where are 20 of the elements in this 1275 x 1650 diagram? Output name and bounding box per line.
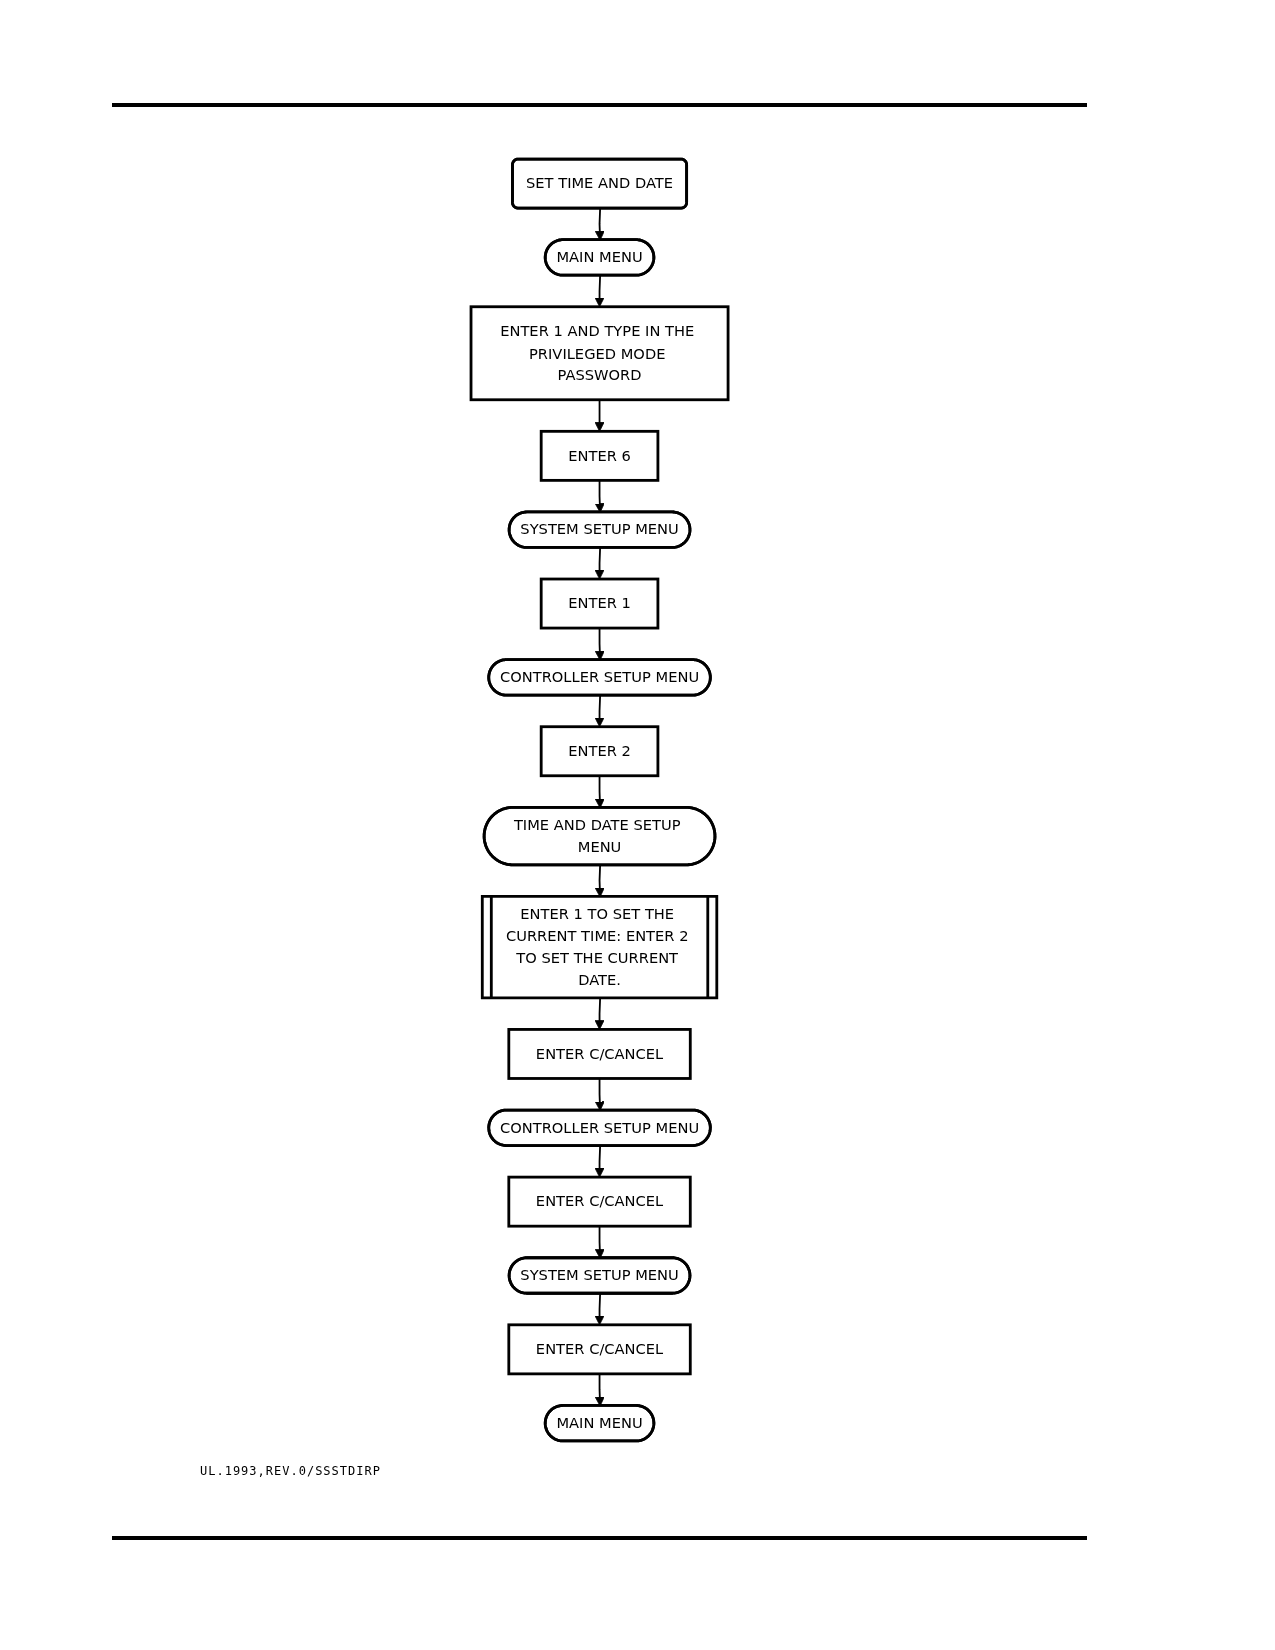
process-box: ENTER 1 AND TYPE IN THE PRIVILEGED MODE PASSWORD (469, 305, 730, 402)
process-box: ENTER 2 (539, 725, 660, 778)
arrow (594, 1145, 605, 1178)
terminator-shape: MAIN MENU (543, 238, 656, 277)
rounded-box: SET TIME AND DATE (511, 157, 688, 210)
terminator-shape: SYSTEM SETUP MENU (507, 510, 692, 549)
document-code: UL.1993,REV.0/SSSTDIRP (200, 1464, 381, 1478)
terminator-shape: CONTROLLER SETUP MENU (487, 1108, 712, 1147)
arrow (594, 997, 605, 1030)
process-box: ENTER C/CANCEL (507, 1175, 692, 1228)
process-box: ENTER 6 (539, 429, 660, 482)
terminator-shape: CONTROLLER SETUP MENU (487, 658, 712, 697)
process-box: ENTER C/CANCEL (507, 1323, 692, 1376)
terminator-shape: SYSTEM SETUP MENU (507, 1256, 692, 1295)
terminator-shape: TIME AND DATE SETUP MENU (482, 805, 717, 867)
arrow (594, 547, 605, 580)
process-box: ENTER 1 (539, 577, 660, 630)
terminator-shape: MAIN MENU (543, 1404, 656, 1443)
predefined-process-box: ENTER 1 TO SET THE CURRENT TIME: ENTER 2 TO SET THE CURRENT DATE. (480, 895, 719, 1000)
process-box: ENTER C/CANCEL (507, 1028, 692, 1080)
